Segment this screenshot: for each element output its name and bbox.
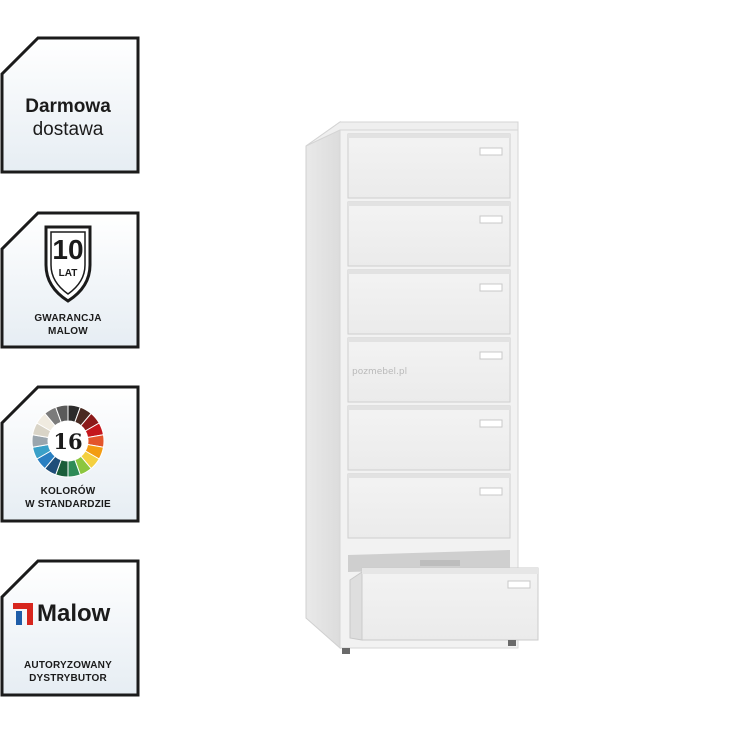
colors-badge: 16 KOLORÓW W STANDARDZIE (0, 385, 141, 523)
watermark-text: pozmebel.pl (352, 367, 408, 377)
badge-frame (0, 385, 140, 523)
drawer-front (347, 269, 511, 335)
filing-cabinet-image (305, 121, 539, 654)
label-holder (479, 283, 503, 292)
warranty-line2: MALOW (48, 326, 88, 337)
label-holder (479, 351, 503, 360)
dealer-line1: AUTORYZOWANY (24, 660, 112, 671)
label-holder (479, 215, 503, 224)
drawer-front (347, 133, 511, 199)
drawer-front (347, 337, 511, 403)
open-drawer (348, 550, 539, 641)
warranty-number: 10 (52, 234, 84, 265)
delivery-line1: Darmowa (25, 96, 111, 117)
label-holder (479, 487, 503, 496)
free-delivery-badge: Darmowa dostawa (0, 36, 141, 174)
warranty-line1: GWARANCJA (34, 313, 102, 324)
malow-logo-icon (13, 603, 33, 625)
drawer-front (347, 201, 511, 267)
label-holder (479, 419, 503, 428)
colors-number: 16 (53, 429, 83, 454)
dealer-brand: Malow (37, 600, 111, 627)
dealer-badge: Malow AUTORYZOWANY DYSTRYBUTOR (0, 559, 141, 697)
colors-line2: W STANDARDZIE (25, 499, 111, 510)
drawer-front (347, 405, 511, 471)
delivery-line2: dostawa (32, 119, 104, 140)
drawer-front (347, 473, 511, 539)
badge-frame (0, 36, 140, 174)
label-holder (479, 147, 503, 156)
colors-line1: KOLORÓW (40, 486, 96, 497)
warranty-badge: 10 LAT GWARANCJA MALOW (0, 211, 141, 349)
dealer-line2: DYSTRYBUTOR (29, 673, 107, 684)
badge-frame (0, 559, 140, 697)
badge-frame (0, 211, 140, 349)
warranty-unit: LAT (58, 268, 78, 279)
